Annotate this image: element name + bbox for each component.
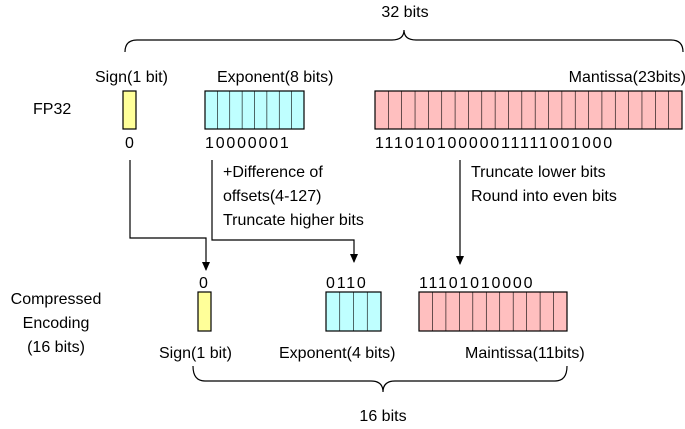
sign-arrow [129, 160, 210, 271]
compressed-sign-box [197, 291, 212, 332]
compressed-mantissa-bits: 11101010000 [419, 275, 534, 292]
compressed-label-line-2: Encoding [23, 315, 90, 332]
bottom-brace [192, 365, 568, 393]
fp32-exponent-bits: 10000001 [205, 135, 291, 152]
fp32-mantissa-bits: 11101010000011111001000 [375, 135, 614, 152]
exponent-note-line-2: offsets(4-127) [223, 188, 321, 205]
register-cell-outline [122, 90, 137, 130]
fp32-sign-label: Sign(1 bit) [95, 69, 168, 86]
exponent-arrow [211, 160, 358, 263]
bottom-total-label: 16 bits [359, 408, 406, 425]
exponent-note-line-1: +Difference of [223, 164, 323, 181]
top-total-label: 32 bits [381, 4, 428, 21]
fp32-mantissa-box [374, 90, 683, 130]
compressed-mantissa-box [418, 291, 568, 332]
register-cell-outline [418, 291, 568, 332]
mantissa-note-line-1: Truncate lower bits [471, 164, 606, 181]
exponent-note-line-3: Truncate higher bits [223, 212, 364, 229]
fp32-sign-bits: 0 [125, 135, 136, 152]
compressed-exponent-bits: 0110 [326, 275, 368, 292]
register-cell-outline [197, 291, 212, 332]
fp32-label: FP32 [33, 101, 71, 118]
fp32-exponent-box [204, 90, 305, 130]
fp32-sign-box [122, 90, 137, 130]
compressed-label-line-1: Compressed [11, 291, 102, 308]
compressed-exponent-label: Exponent(4 bits) [279, 345, 396, 362]
register-cell-outline [374, 90, 683, 130]
compressed-label-line-3: (16 bits) [27, 339, 85, 356]
compressed-sign-bits: 0 [199, 275, 210, 292]
compressed-mantissa-label: Maintissa(11bits) [465, 345, 585, 362]
compressed-exponent-box [325, 291, 382, 332]
fp32-mantissa-label: Mantissa(23bits) [569, 69, 685, 86]
fp32-exponent-label: Exponent(8 bits) [217, 69, 334, 86]
mantissa-note-line-2: Round into even bits [471, 188, 617, 205]
top-brace [124, 29, 684, 53]
compressed-sign-label: Sign(1 bit) [159, 345, 232, 362]
